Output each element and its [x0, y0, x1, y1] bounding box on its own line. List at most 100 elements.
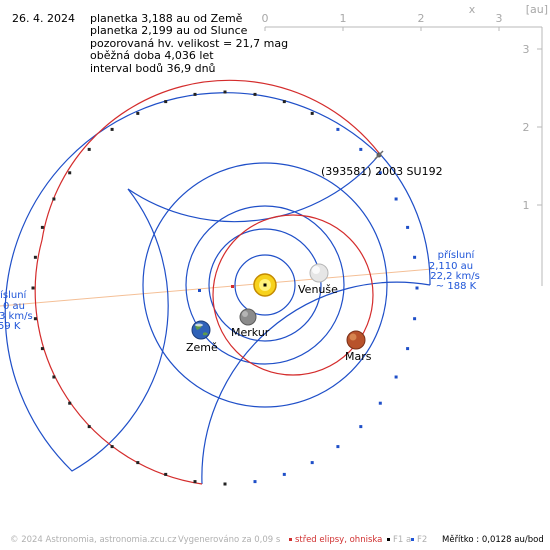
f1-legend: F1 a — [384, 535, 411, 545]
perihelion-distance: 2,110 au — [429, 261, 473, 272]
orbit-point-marker — [193, 480, 197, 484]
orbit-point-marker — [87, 425, 91, 429]
earth-land-icon — [195, 324, 208, 336]
ellipse-center-marker — [231, 285, 234, 288]
top-tick-label: 3 — [496, 12, 503, 25]
orbit-point-marker — [310, 111, 314, 115]
orbit-point-marker — [253, 92, 257, 96]
f2-legend: F2 — [408, 535, 427, 545]
asteroid-orbit-south-arc — [34, 239, 203, 485]
venus-icon — [309, 263, 329, 283]
venus-label: Venuše — [298, 283, 338, 296]
orbit-point-marker — [87, 147, 91, 151]
orbit-point-marker — [406, 347, 410, 351]
sun-distance-text: planetka 2,199 au od Slunce — [90, 24, 248, 38]
copyright-text: © 2024 Astronomia, astronomia.zcu.cz — [10, 535, 177, 545]
mars-icon — [346, 330, 366, 350]
orbit-point-marker — [223, 90, 227, 94]
orbit-point-marker — [52, 375, 56, 379]
focus-f1-marker — [263, 283, 267, 287]
orbit-point-marker — [223, 482, 227, 486]
orbit-point-marker — [415, 286, 419, 290]
asteroid-orbit-north-arc — [201, 281, 431, 485]
asteroid-orbit-north-arc — [127, 154, 380, 223]
orbit-point-marker — [136, 111, 140, 115]
left-apsis-title: řísluní — [0, 289, 28, 301]
right-tick-label: 1 — [523, 199, 530, 212]
orbit-point-marker — [359, 147, 363, 151]
asteroid-projection-orbit — [212, 214, 374, 376]
asteroid-orbit-south-arc — [41, 79, 380, 241]
orbit-point-marker — [394, 375, 398, 379]
orbit-point-marker — [68, 171, 72, 175]
orbit-point-marker — [110, 127, 114, 131]
venus-highlight-icon — [312, 266, 320, 274]
ellipse-legend: střed elipsy, ohniska — [286, 535, 382, 545]
f2-legend-dot — [411, 537, 414, 541]
orbit-point-marker — [33, 255, 37, 259]
date-label: 26. 4. 2024 — [12, 12, 75, 25]
asteroid-orbit-north-arc — [378, 152, 431, 286]
mercury-label: Merkur — [231, 326, 270, 339]
orbit-point-marker — [310, 461, 314, 465]
orbit-point-marker — [164, 472, 168, 476]
earth-icon — [191, 320, 211, 340]
f2-legend-text: F2 — [417, 535, 428, 545]
orbit-point-marker — [33, 317, 37, 321]
mars-orbit — [142, 162, 388, 408]
perihelion-title: přísluní — [438, 249, 476, 261]
f1-legend-text: F1 a — [393, 535, 412, 545]
mercury-highlight-icon — [242, 311, 248, 317]
mars-highlight-icon — [349, 333, 357, 341]
mars-label: Mars — [345, 350, 372, 363]
scale-text: Měřítko : 0,0128 au/bod — [442, 535, 544, 545]
orbit-point-marker — [359, 425, 363, 429]
perihelion-speed: 22,2 km/s — [430, 271, 480, 282]
focus-f2-marker — [198, 289, 201, 292]
orbit-point-marker — [68, 401, 72, 405]
right-tick-label: 2 — [523, 121, 530, 134]
orbit-point-marker — [394, 197, 398, 201]
center-legend-text: střed elipsy, ohniska — [295, 535, 383, 545]
left-apsis-temperature: 59 K — [0, 321, 21, 332]
info-panel: planetka 3,188 au od Země planetka 2,199… — [90, 12, 289, 75]
earth-distance-text: planetka 3,188 au od Země — [90, 12, 243, 25]
center-legend-dot — [289, 537, 292, 541]
orbit-point-marker — [253, 480, 257, 484]
orbit-point-markers — [31, 90, 419, 486]
orbit-point-marker — [336, 445, 340, 449]
orbit-point-marker — [136, 461, 140, 465]
orbit-point-marker — [31, 286, 35, 290]
point-interval-text: interval bodů 36,9 dnů — [90, 61, 216, 75]
right-tick-label: 3 — [523, 43, 530, 56]
top-tick-label: 0 — [262, 12, 269, 25]
x-axis-label: x — [469, 3, 476, 16]
left-apsis-distance: 0 au — [3, 301, 25, 312]
orbit-point-marker — [40, 347, 44, 351]
f1-legend-dot — [387, 537, 390, 541]
orbit-point-marker — [282, 100, 286, 104]
asteroid-label: (393581) 2003 SU192 — [321, 165, 443, 178]
orbital-period-text: oběžná doba 4,036 let — [90, 49, 214, 63]
left-apsis-speed: 3 km/s — [0, 311, 33, 322]
orbit-point-marker — [413, 255, 417, 259]
generation-time-text: Vygenerováno za 0,09 s — [178, 535, 281, 545]
earth-cloud-icon — [195, 323, 203, 327]
mercury-orbit — [234, 254, 296, 316]
orbit-point-marker — [336, 127, 340, 131]
apsis-line — [0, 268, 433, 307]
asteroid-orbit-north-arc — [4, 92, 380, 472]
earth-label: Země — [186, 341, 218, 354]
orbit-point-marker — [413, 317, 417, 321]
mercury-icon — [239, 308, 257, 326]
orbit-point-marker — [40, 225, 44, 229]
top-tick-label: 1 — [340, 12, 347, 25]
perihelion-temperature: ~ 188 K — [436, 281, 477, 292]
unit-label: [au] — [526, 3, 548, 16]
earth-orbit — [185, 205, 345, 365]
orbit-point-marker — [378, 401, 382, 405]
magnitude-text: pozorovaná hv. velikost = 21,7 mag — [90, 36, 289, 50]
orbit-point-marker — [193, 92, 197, 96]
orbit-point-marker — [378, 171, 382, 175]
